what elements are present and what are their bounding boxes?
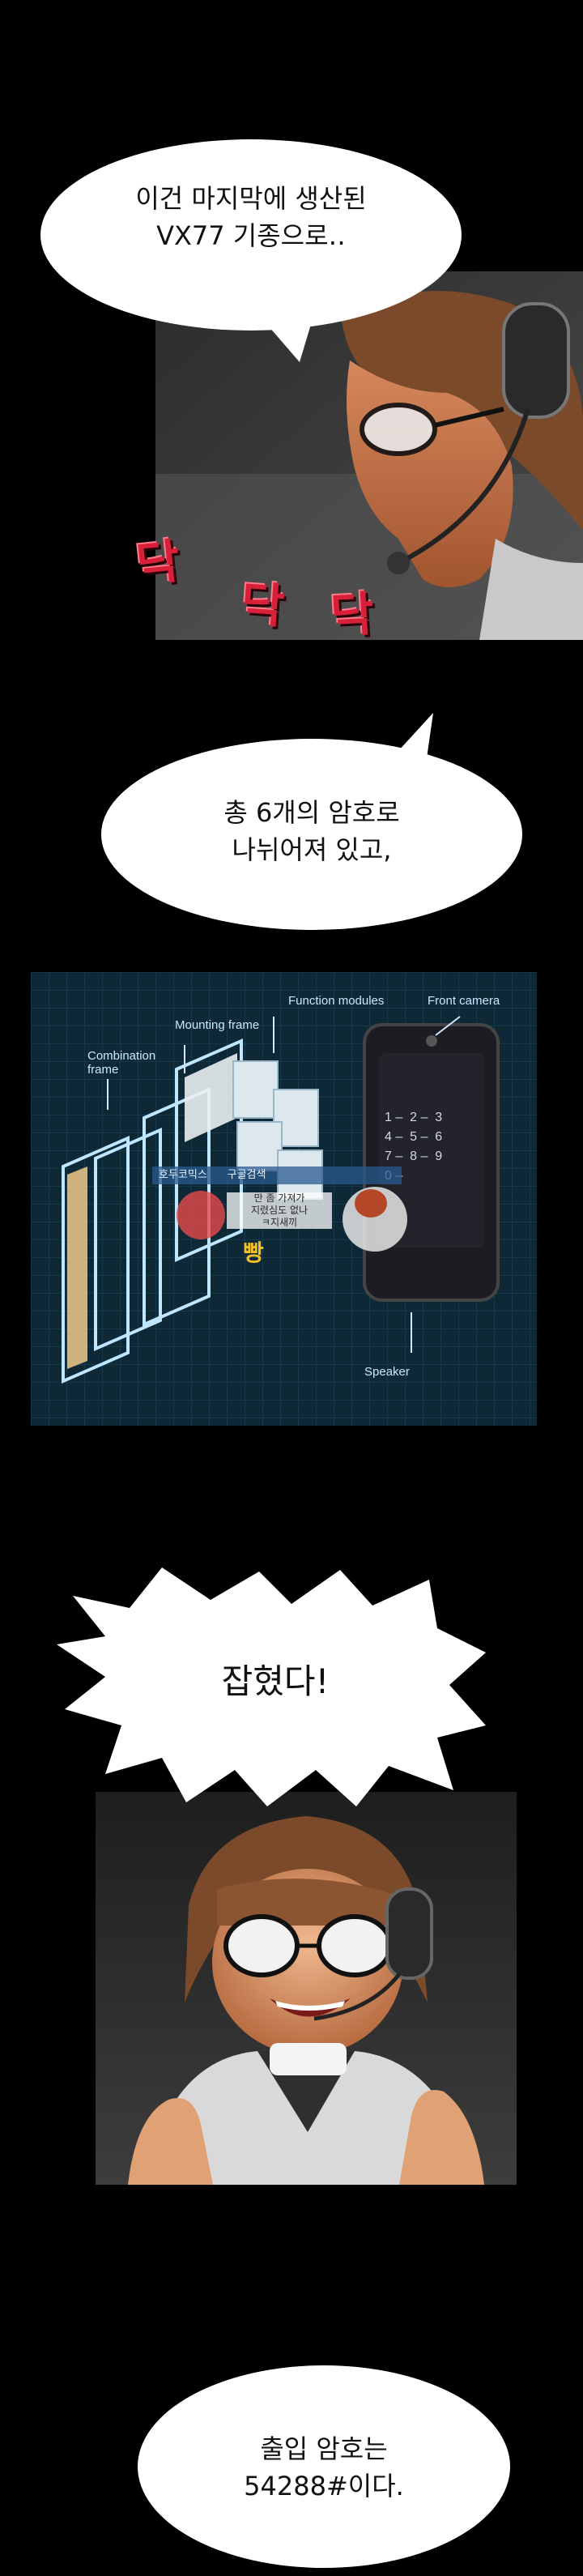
keypad-key: 2 <box>410 1111 418 1124</box>
watermark-mascot-right-face <box>355 1189 387 1218</box>
watermark-msg-3: ㅋ지새끼 <box>261 1217 298 1228</box>
keypad-key: 7 <box>385 1149 392 1163</box>
watermark-msg-1: 만 좀 가져가 <box>253 1192 305 1204</box>
panel-headset-girl-profile <box>155 271 583 640</box>
watermark-search: 구글검색 <box>227 1169 266 1181</box>
shout-bubble-3 <box>57 1567 486 1806</box>
speech-bubble-1 <box>40 139 462 362</box>
speech-bubble-1-text: 이건 마지막에 생산된 VX77 기종으로‥ <box>73 180 429 254</box>
panel-1-art <box>155 271 583 640</box>
watermark-site-bar: 호두코믹스 구글검색 <box>152 1166 402 1184</box>
speech-bubble-4 <box>138 2365 510 2568</box>
bubble-2-line-2: 나뉘어져 있고, <box>232 834 392 865</box>
watermark-message: 만 좀 가져가 지렸심도 없나 ㅋ지새끼 <box>227 1192 332 1229</box>
keypad-row-1: 1 – 2 – 3 <box>385 1111 443 1124</box>
bubble-1-line-1: 이건 마지막에 생산된 <box>135 183 367 214</box>
watermark-sound: 빵 <box>243 1239 264 1266</box>
keypad-key: 1 <box>385 1111 392 1124</box>
shout-bubble-3-text: 잡혔다! <box>221 1661 330 1701</box>
keypad-key: 8 <box>410 1149 418 1163</box>
bubble-4-line-1: 출입 암호는 <box>260 2433 388 2464</box>
speech-bubble-2 <box>101 713 522 930</box>
watermark-mascot-left <box>177 1191 225 1239</box>
panel-3-art <box>96 1792 517 2185</box>
sfx-tap-3: 닥 <box>329 586 376 644</box>
label-combination-frame: Combination frame <box>87 1049 155 1077</box>
keypad-key: 5 <box>410 1130 418 1144</box>
keypad-row-2: 4 – 5 – 6 <box>385 1130 443 1144</box>
label-function-modules: Function modules <box>288 994 385 1008</box>
speech-bubble-2-text: 총 6개의 암호로 나뉘어져 있고, <box>134 794 490 868</box>
watermark-msg-2: 지렸심도 없나 <box>250 1205 309 1216</box>
bubble-2-line-1: 총 6개의 암호로 <box>223 797 400 828</box>
label-front-camera: Front camera <box>428 994 500 1008</box>
watermark-site: 호두코믹스 <box>159 1169 207 1181</box>
label-speaker: Speaker <box>364 1365 410 1379</box>
label-combination-frame-line-2: frame <box>87 1063 119 1077</box>
panel-grinning-girl <box>96 1792 517 2185</box>
panel-phone-diagram: 1 – 2 – 3 4 – 5 – 6 7 – 8 – 9 0 – Functi… <box>31 972 537 1426</box>
sfx-tap-1: 닥 <box>134 533 183 593</box>
bubble-4-line-2: 54288#이다. <box>244 2471 404 2501</box>
label-combination-frame-line-1: Combination <box>87 1049 156 1063</box>
bubble-1-line-2: VX77 기종으로‥ <box>156 220 346 251</box>
speech-bubble-4-text: 출입 암호는 54288#이다. <box>158 2430 490 2505</box>
keypad-key: 6 <box>435 1130 443 1144</box>
keypad-row-3: 7 – 8 – 9 <box>385 1149 443 1163</box>
keypad-key: 3 <box>435 1111 443 1124</box>
keypad-key: 4 <box>385 1130 392 1144</box>
label-mounting-frame: Mounting frame <box>175 1018 260 1032</box>
keypad-key: 9 <box>435 1149 443 1163</box>
sfx-tap-2: 닥 <box>239 576 287 634</box>
